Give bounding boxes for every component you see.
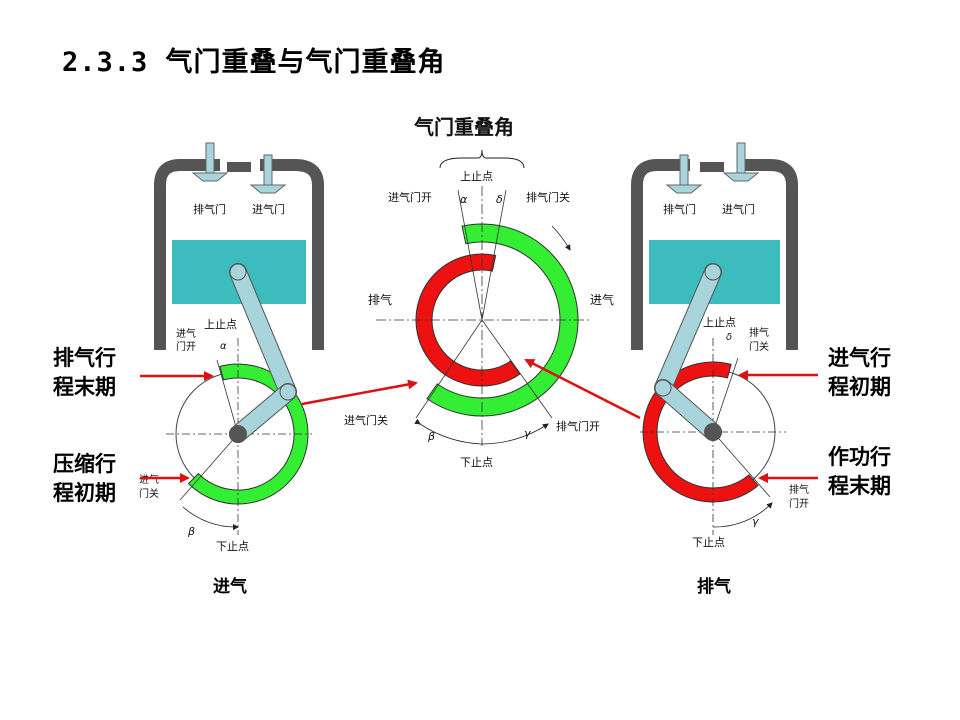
center-intake-arc <box>426 223 579 417</box>
right-exhaust-arc <box>642 361 759 503</box>
left-exhaust-valve-label: 排气门 <box>193 202 226 216</box>
right-gamma: γ <box>752 515 759 528</box>
overlap-angle-title: 气门重叠角 <box>413 115 514 139</box>
left-intake-open-label-a: 进气 <box>176 327 196 340</box>
pointer-arrows <box>140 358 818 483</box>
right-intake-valve-label: 进气门 <box>722 202 755 216</box>
left-intake-valve-icon <box>249 154 287 194</box>
right-exhaust-valve-label: 排气门 <box>663 202 696 216</box>
left-bdc-label: 下止点 <box>216 540 249 553</box>
left-intake-close-label-a: 进气 <box>139 473 159 486</box>
center-exhaust-arc <box>415 253 521 387</box>
arrow-to-overlap <box>301 379 418 406</box>
center-intake-close-label: 进气门关 <box>344 413 388 427</box>
right-engine: 排气门 进气门 上止点 排气 门关 δ 排气 门开 γ 下止点 <box>631 142 809 549</box>
left-exhaust-valve-icon <box>191 142 229 182</box>
center-tdc-label: 上止点 <box>460 170 493 183</box>
left-alpha: α <box>220 341 227 352</box>
right-exhaust-close-label-a: 排气 <box>749 326 769 339</box>
center-alpha: α <box>460 193 468 206</box>
right-exhaust-open-label-b: 门开 <box>789 497 809 510</box>
left-engine: 排气门 进气门 上止点 进气 门开 α 进气 门关 β 下止点 <box>139 142 324 553</box>
exhaust-caption: 排气 <box>697 577 731 597</box>
right-exhaust-valve-icon <box>665 154 703 194</box>
left-intake-arc <box>187 363 309 505</box>
arrow-to-exhaust-open <box>524 358 641 420</box>
center-bdc-label: 下止点 <box>460 456 493 469</box>
left-cylinder-wall <box>154 159 324 350</box>
center-exhaust-close-label: 排气门关 <box>526 190 570 204</box>
center-delta: δ <box>496 193 503 206</box>
center-intake-label: 进气 <box>590 292 614 307</box>
page-title: 2.3.3 气门重叠与气门重叠角 <box>62 47 446 78</box>
right-exhaust-close-label-b: 门关 <box>749 340 769 353</box>
center-gamma: γ <box>524 427 531 440</box>
power-stroke-end-label: 作功行 程末期 <box>828 445 891 498</box>
center-exhaust-label: 排气 <box>368 292 392 307</box>
right-bdc-label: 下止点 <box>692 536 725 549</box>
right-valve-seat <box>700 162 724 172</box>
left-tdc-label: 上止点 <box>204 318 237 331</box>
center-exhaust-open-label: 排气门开 <box>556 419 600 433</box>
center-timing-diagram: 气门重叠角 上止点 进气门开 排气门关 α δ 排气 进气 进气门关 排气门开 … <box>344 115 614 469</box>
exhaust-stroke-end-label: 排气行 程末期 <box>53 346 116 399</box>
left-intake-open-label-b: 门开 <box>176 340 196 353</box>
center-intake-open-label: 进气门开 <box>388 190 432 204</box>
left-beta: β <box>187 525 195 538</box>
intake-caption: 进气 <box>213 577 247 597</box>
center-beta: β <box>427 430 435 443</box>
right-cylinder-wall <box>631 159 798 350</box>
right-intake-valve-icon <box>722 142 760 182</box>
left-intake-close-label-b: 门关 <box>139 487 159 500</box>
compression-stroke-start-label: 压缩行 程初期 <box>53 452 116 505</box>
right-delta: δ <box>726 332 732 343</box>
left-valve-seat <box>227 162 251 172</box>
left-intake-valve-label: 进气门 <box>252 202 285 216</box>
right-exhaust-open-label-a: 排气 <box>789 483 809 496</box>
right-tdc-label: 上止点 <box>703 316 736 329</box>
intake-stroke-start-label: 进气行 程初期 <box>828 346 891 399</box>
